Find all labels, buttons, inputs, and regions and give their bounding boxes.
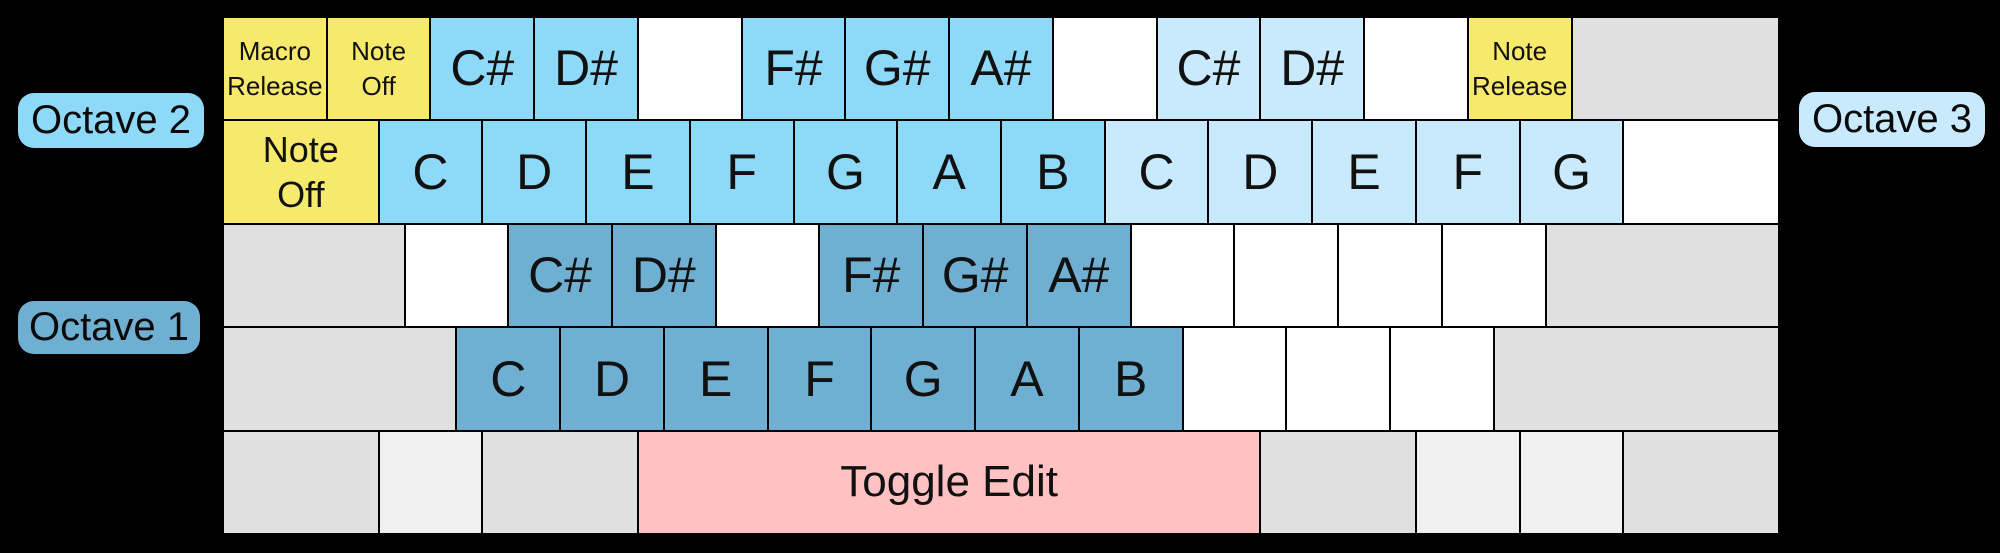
key-blank — [1365, 18, 1467, 120]
key-toggle-edit: Toggle Edit — [638, 431, 1260, 533]
key-blank — [1339, 224, 1441, 327]
key-d-sharp-octave2: D# — [535, 18, 637, 120]
octave-3-label: Octave 3 — [1799, 92, 1985, 147]
key-unassigned-modifier — [1546, 224, 1778, 327]
octave-1-label: Octave 1 — [18, 301, 200, 354]
key-unassigned-modifier — [1520, 431, 1623, 533]
key-unassigned-modifier — [224, 431, 378, 533]
key-b-octave2: B — [1001, 121, 1104, 223]
key-d-sharp-octave1: D# — [612, 224, 715, 327]
key-c-octave2: C — [379, 121, 482, 223]
key-unassigned-modifier — [1624, 431, 1778, 533]
key-f-octave3: F — [1416, 121, 1519, 223]
key-blank — [1183, 328, 1286, 430]
key-e-octave1: E — [664, 328, 767, 430]
key-note-off-tab: Note Off — [224, 121, 378, 223]
key-f-octave1: F — [768, 328, 871, 430]
key-g-octave1: G — [872, 328, 975, 430]
key-blank — [716, 224, 819, 327]
key-g-octave2: G — [794, 121, 897, 223]
key-d-sharp-octave3: D# — [1261, 18, 1364, 120]
key-d-octave3: D — [1209, 121, 1312, 223]
key-d-octave2: D — [483, 121, 586, 223]
key-c-sharp-octave2: C# — [431, 18, 534, 120]
key-g-sharp-octave1: G# — [924, 224, 1026, 327]
key-a-sharp-octave2: A# — [950, 18, 1052, 120]
key-blank — [638, 18, 741, 120]
key-blank — [405, 224, 508, 327]
key-unassigned-modifier — [1494, 328, 1778, 430]
key-d-octave1: D — [561, 328, 663, 430]
key-f-octave2: F — [690, 121, 793, 223]
key-blank — [1235, 224, 1338, 327]
key-a-octave1: A — [976, 328, 1078, 430]
key-c-octave1: C — [457, 328, 560, 430]
octave-2-label: Octave 2 — [18, 93, 204, 148]
key-unassigned-modifier — [1572, 18, 1778, 120]
key-g-sharp-octave2: G# — [846, 18, 949, 120]
key-unassigned-modifier — [483, 431, 637, 533]
key-unassigned-modifier — [224, 328, 456, 430]
key-e-octave2: E — [587, 121, 689, 223]
key-unassigned-modifier — [224, 224, 404, 327]
key-blank — [1053, 18, 1156, 120]
key-blank — [1131, 224, 1234, 327]
key-blank — [1390, 328, 1493, 430]
key-a-octave2: A — [898, 121, 1000, 223]
key-blank — [1287, 328, 1389, 430]
key-unassigned-modifier — [1416, 431, 1519, 533]
key-c-octave3: C — [1105, 121, 1208, 223]
key-b-octave1: B — [1079, 328, 1182, 430]
key-blank — [1442, 224, 1545, 327]
key-note-off-1: Note Off — [327, 18, 430, 120]
key-e-octave3: E — [1313, 121, 1415, 223]
key-note-release: Note Release — [1468, 18, 1571, 120]
key-macro-release: Macro Release — [224, 18, 326, 120]
key-f-sharp-octave2: F# — [742, 18, 845, 120]
key-a-sharp-octave1: A# — [1027, 224, 1130, 327]
key-blank — [1624, 121, 1778, 223]
key-unassigned-modifier — [1261, 431, 1415, 533]
key-c-sharp-octave3: C# — [1157, 18, 1260, 120]
key-f-sharp-octave1: F# — [820, 224, 923, 327]
key-c-sharp-octave1: C# — [509, 224, 611, 327]
key-g-octave3: G — [1520, 121, 1623, 223]
key-unassigned-modifier — [379, 431, 482, 533]
